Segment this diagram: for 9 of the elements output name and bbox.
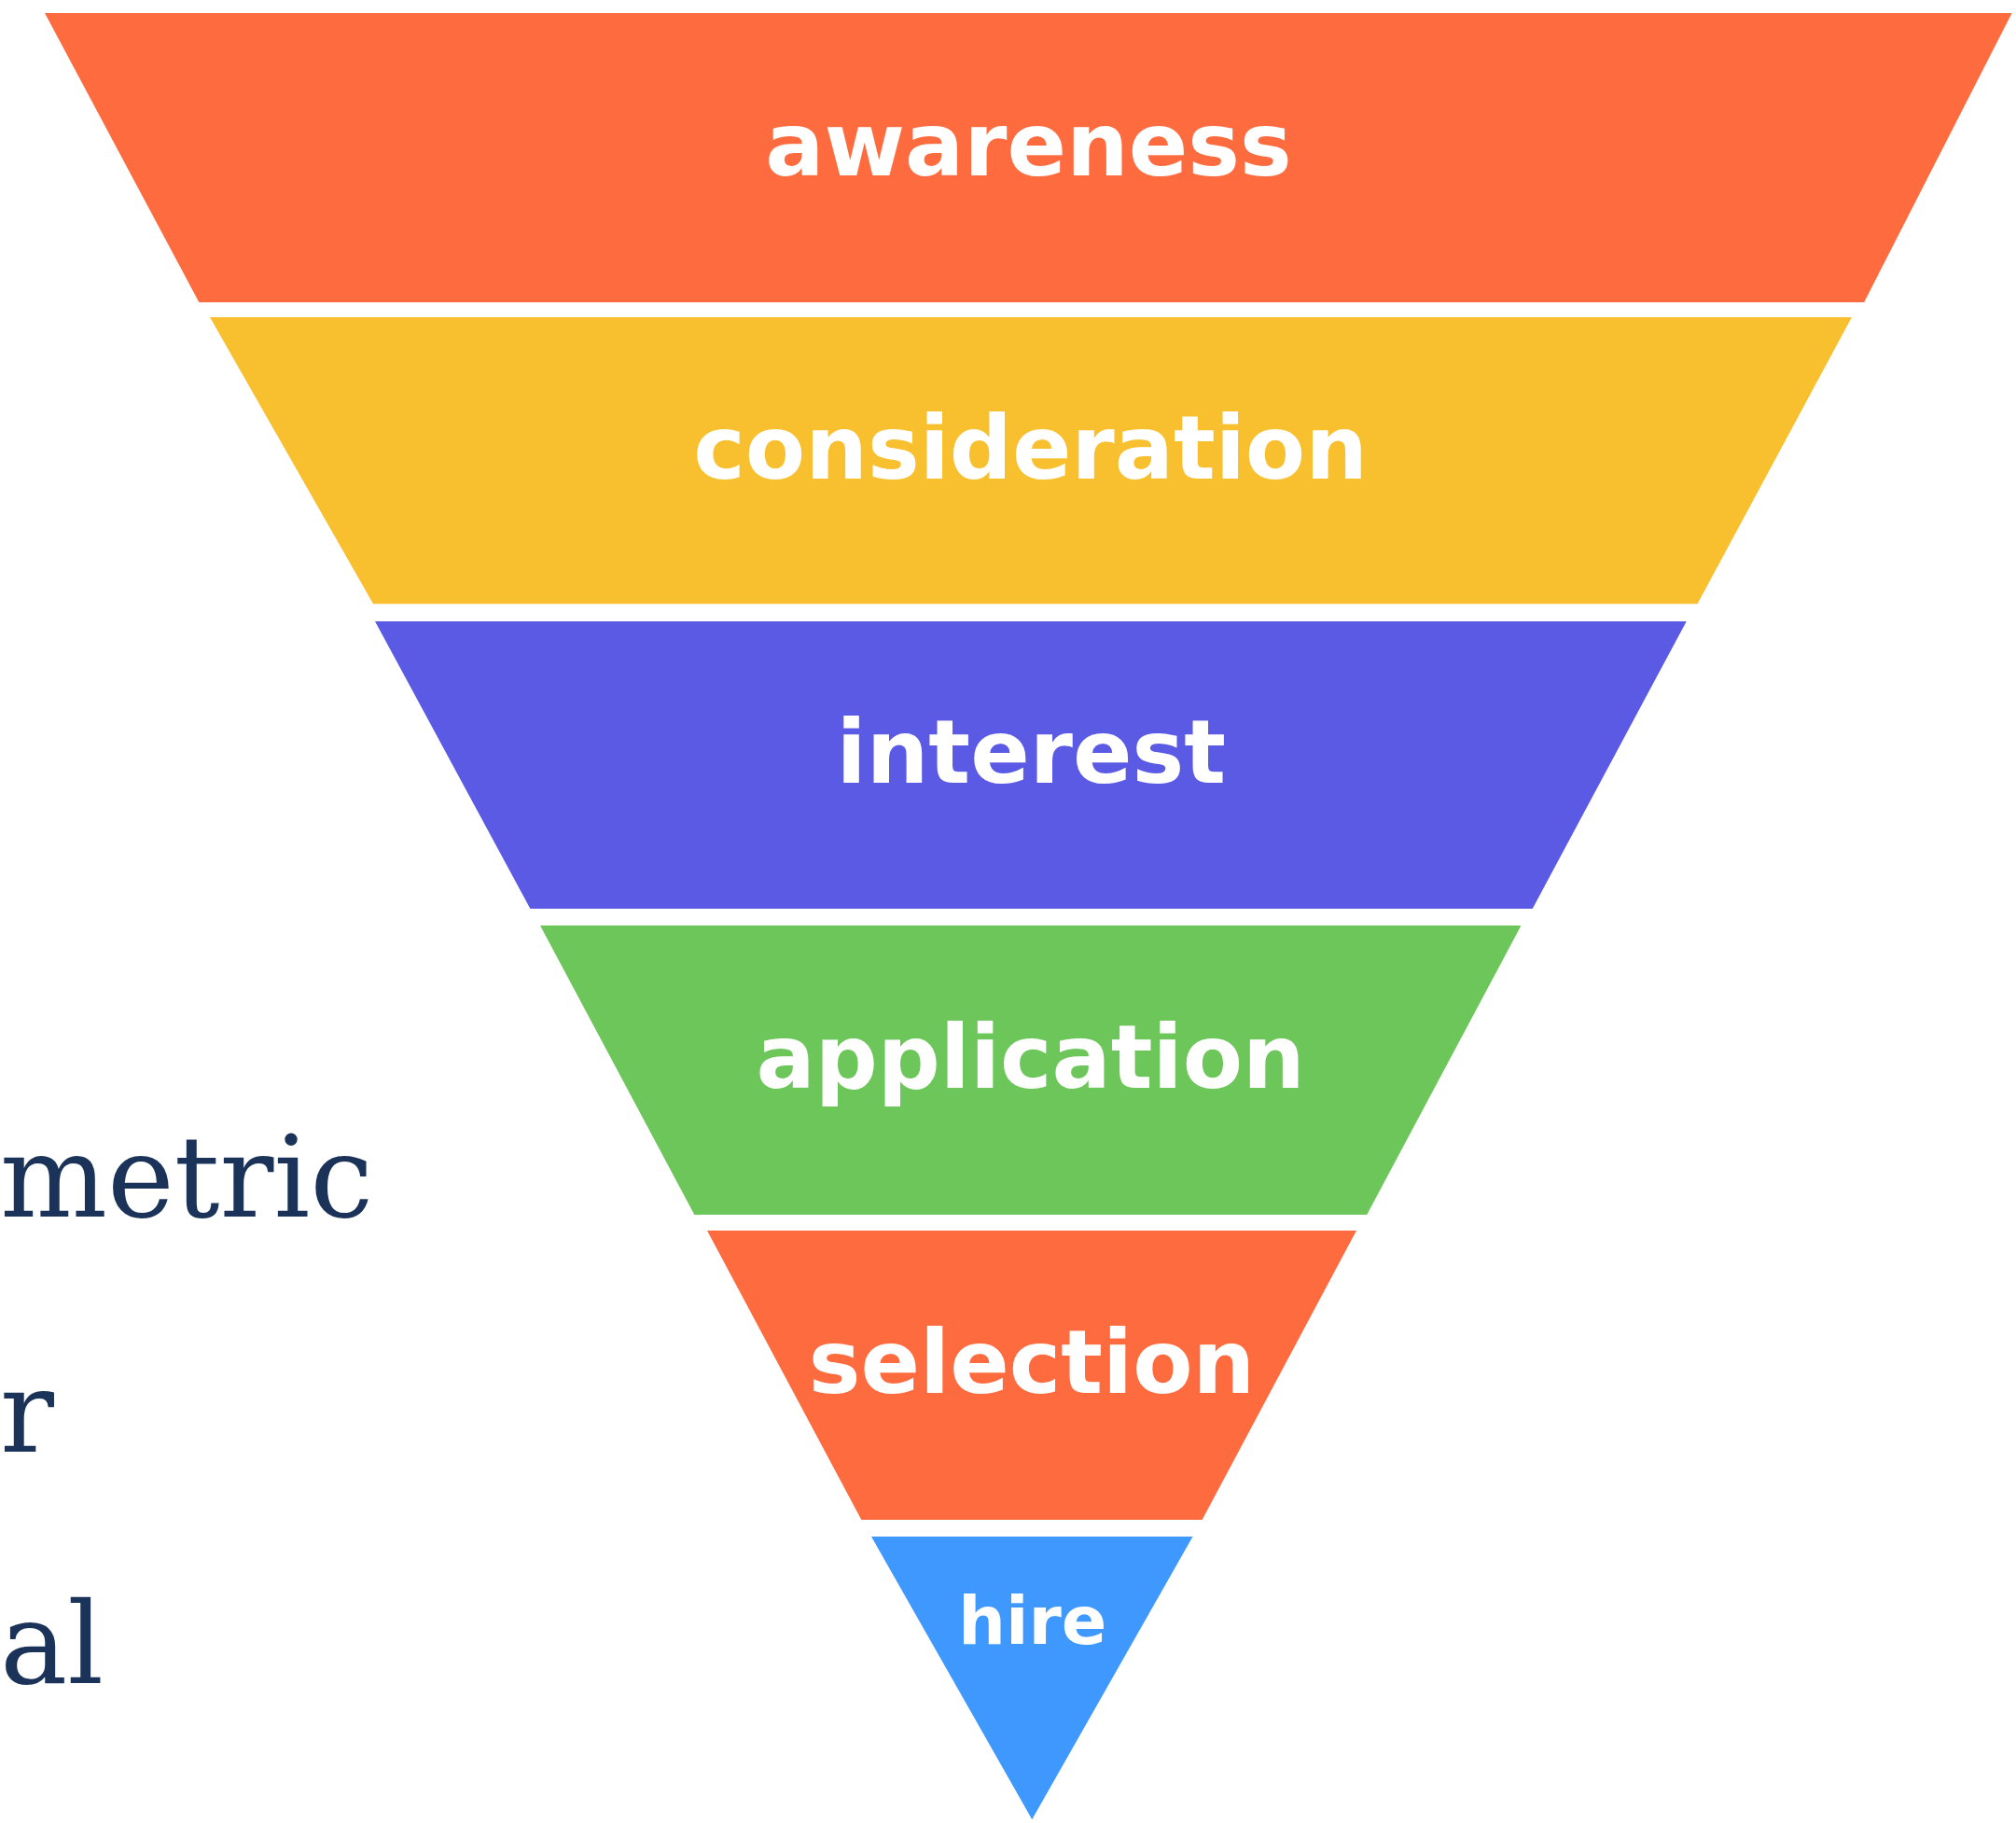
stage-label: selection — [808, 1312, 1256, 1414]
stage-label: application — [756, 1007, 1305, 1109]
stage-label: hire — [957, 1580, 1107, 1660]
cut-off-text: r — [0, 1357, 54, 1470]
cut-off-text: al — [0, 1588, 104, 1702]
stage-label: consideration — [693, 397, 1368, 500]
stage-label: awareness — [765, 94, 1292, 197]
stage-label: interest — [836, 702, 1227, 804]
cut-off-text: metric — [0, 1120, 374, 1235]
